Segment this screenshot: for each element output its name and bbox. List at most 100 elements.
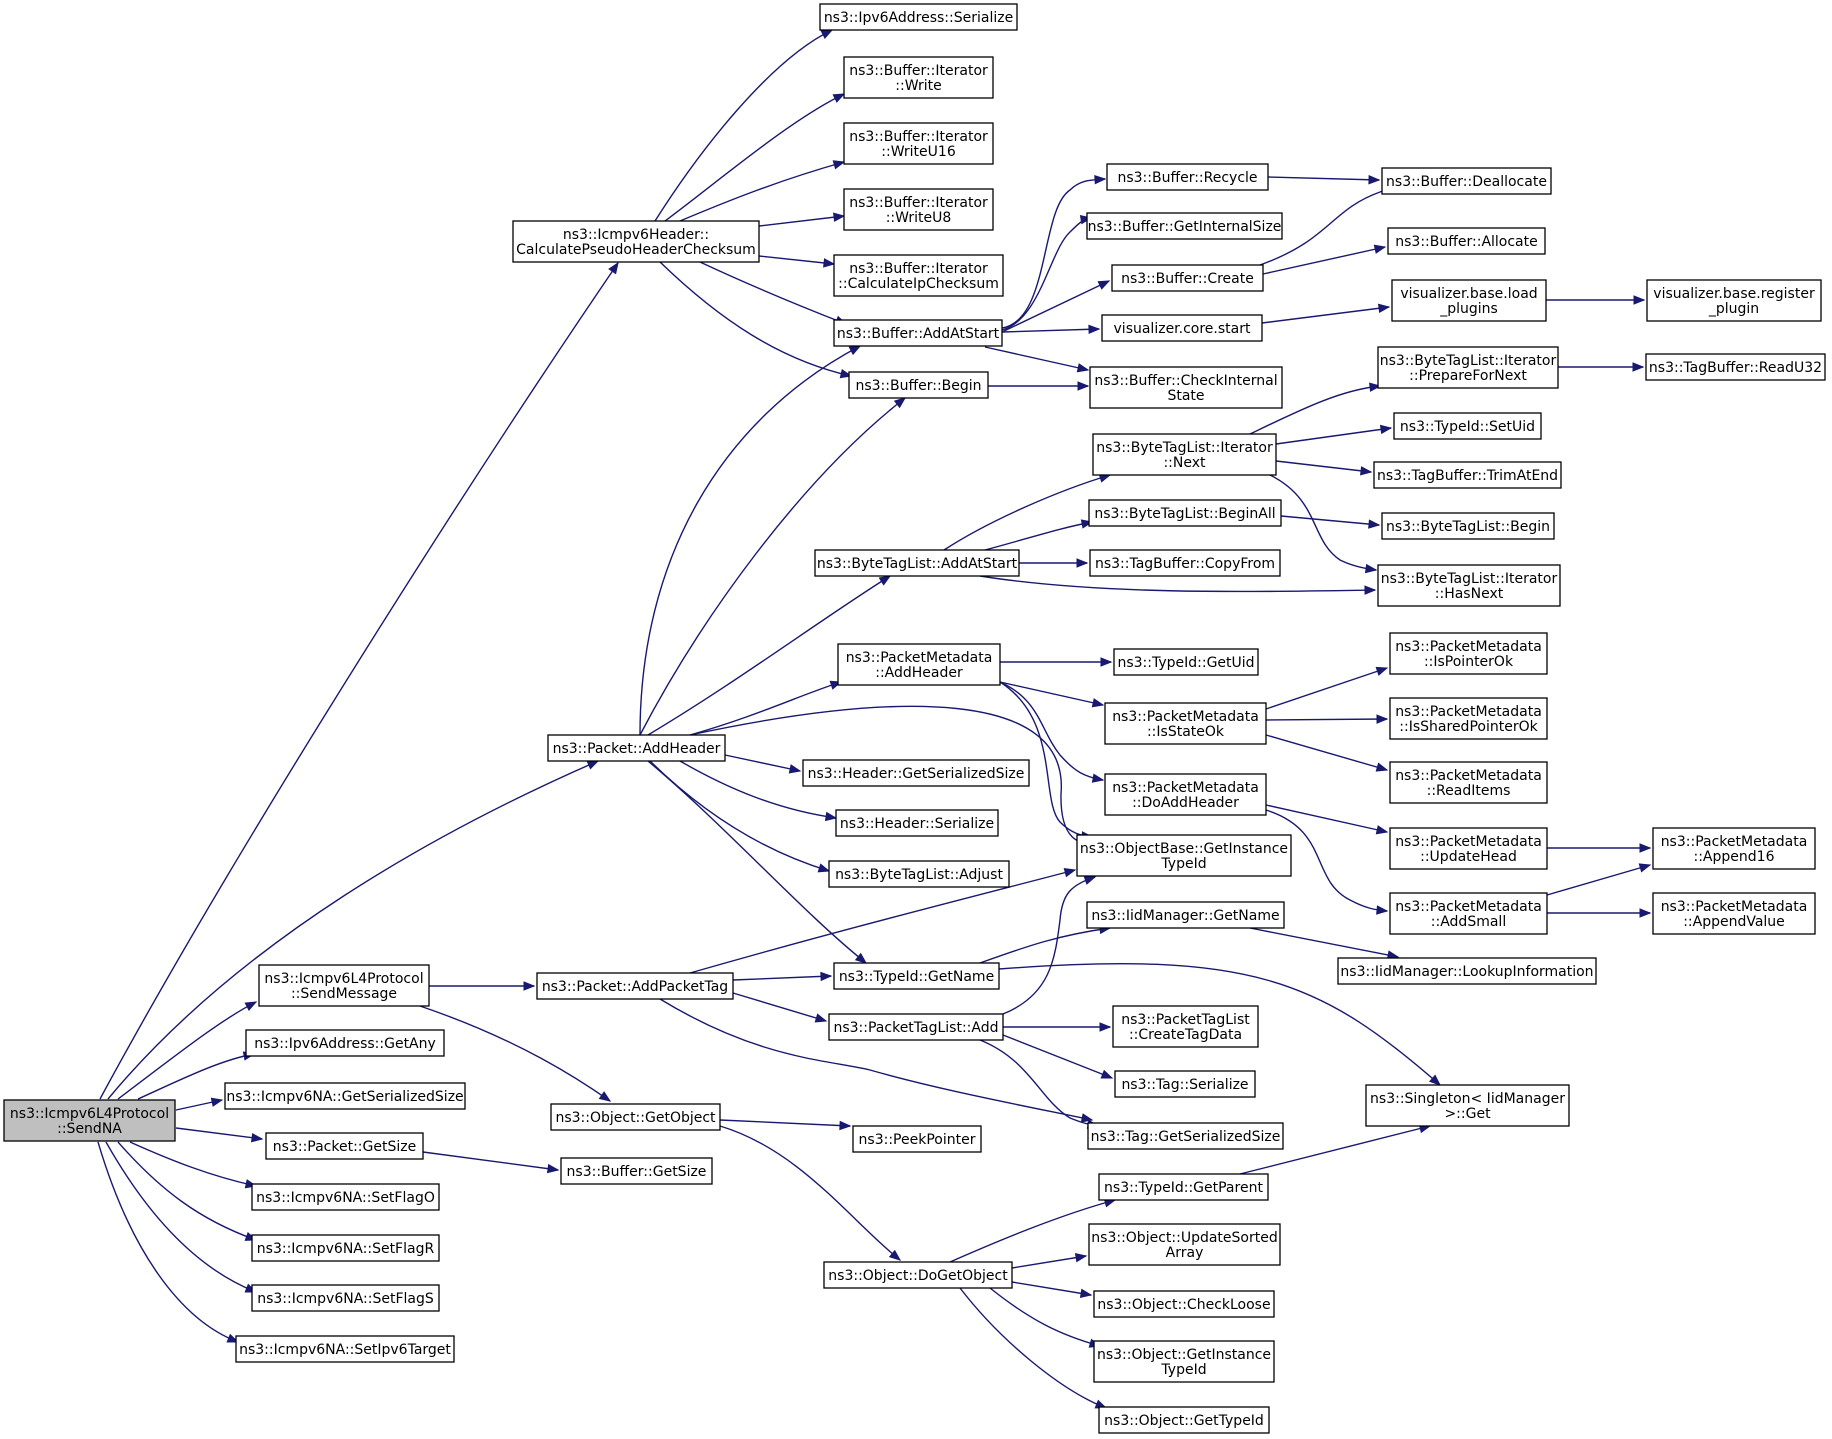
- function-node-buf_getinternalsize[interactable]: ns3::Buffer::GetInternalSize: [1086, 212, 1283, 240]
- arrowhead-icon: [817, 863, 831, 873]
- node-box: [265, 1132, 424, 1160]
- function-node-btl_beginall[interactable]: ns3::ByteTagList::BeginAll: [1088, 499, 1282, 527]
- function-node-pm_updatehead[interactable]: ns3::PacketMetadata::UpdateHead: [1389, 827, 1548, 870]
- function-node-header_getsersize[interactable]: ns3::Header::GetSerializedSize: [802, 759, 1030, 787]
- function-node-packet_addheader[interactable]: ns3::Packet::AddHeader: [547, 734, 726, 762]
- function-node-na_setflags[interactable]: ns3::Icmpv6NA::SetFlagS: [251, 1284, 440, 1312]
- function-node-buf_deallocate[interactable]: ns3::Buffer::Deallocate: [1381, 167, 1552, 195]
- node-label: ::AppendValue: [1683, 914, 1785, 930]
- function-node-bi_writeu8[interactable]: ns3::Buffer::Iterator::WriteU8: [843, 188, 994, 231]
- function-node-viz_core_start[interactable]: visualizer.core.start: [1101, 314, 1263, 342]
- function-node-tag_serialize[interactable]: ns3::Tag::Serialize: [1114, 1070, 1256, 1098]
- function-node-obj_checkloose[interactable]: ns3::Object::CheckLoose: [1093, 1290, 1275, 1318]
- function-node-buf_create[interactable]: ns3::Buffer::Create: [1111, 264, 1264, 292]
- function-node-btl_begin[interactable]: ns3::ByteTagList::Begin: [1381, 512, 1555, 540]
- function-node-pm_addsmall[interactable]: ns3::PacketMetadata::AddSmall: [1389, 892, 1548, 935]
- node-label: ns3::PacketMetadata: [1112, 780, 1259, 796]
- function-node-btl_it_prepare[interactable]: ns3::ByteTagList::Iterator::PrepareForNe…: [1377, 346, 1559, 389]
- function-node-buf_allocate[interactable]: ns3::Buffer::Allocate: [1387, 227, 1546, 255]
- function-node-typeid_getname[interactable]: ns3::TypeId::GetName: [833, 962, 1000, 990]
- function-node-tag_getsersize[interactable]: ns3::Tag::GetSerializedSize: [1087, 1122, 1284, 1150]
- function-node-tagbuf_copyfrom[interactable]: ns3::TagBuffer::CopyFrom: [1089, 549, 1281, 577]
- node-label: ns3::ByteTagList::Begin: [1386, 519, 1550, 535]
- call-edge-ptl_add-to-tag_getsersize: [979, 1039, 1100, 1129]
- arrowhead-icon: [1091, 698, 1105, 708]
- node-box: [1389, 892, 1548, 935]
- function-node-typeid_getparent[interactable]: ns3::TypeId::GetParent: [1098, 1173, 1269, 1201]
- function-node-btl_it_next[interactable]: ns3::ByteTagList::Iterator::Next: [1092, 433, 1277, 476]
- node-box: [235, 1335, 455, 1363]
- function-node-calcpseudo[interactable]: ns3::Icmpv6Header::CalculatePseudoHeader…: [512, 220, 760, 263]
- edge-line: [1546, 864, 1651, 896]
- function-node-btl_it_hasnext[interactable]: ns3::ByteTagList::Iterator::HasNext: [1377, 564, 1561, 607]
- function-node-na_getsersize[interactable]: ns3::Icmpv6NA::GetSerializedSize: [224, 1082, 466, 1110]
- node-label: ns3::PacketTagList: [1121, 1012, 1250, 1028]
- function-node-pm_appendvalue[interactable]: ns3::PacketMetadata::AppendValue: [1652, 892, 1816, 935]
- function-node-btl_addatstart[interactable]: ns3::ByteTagList::AddAtStart: [814, 549, 1020, 577]
- function-node-pm_isstateok[interactable]: ns3::PacketMetadata::IsStateOk: [1104, 702, 1267, 745]
- function-node-packet_getsize[interactable]: ns3::Packet::GetSize: [265, 1132, 424, 1160]
- function-node-na_setflagr[interactable]: ns3::Icmpv6NA::SetFlagR: [251, 1234, 440, 1262]
- function-node-root[interactable]: ns3::Icmpv6L4Protocol::SendNA: [3, 1099, 176, 1142]
- node-box: [536, 972, 734, 1000]
- function-node-buf_addatstart[interactable]: ns3::Buffer::AddAtStart: [833, 319, 1003, 347]
- function-node-iid_lookupinfo[interactable]: ns3::IidManager::LookupInformation: [1337, 957, 1597, 985]
- edge-line: [659, 261, 852, 377]
- function-node-buf_begin[interactable]: ns3::Buffer::Begin: [848, 371, 989, 399]
- function-node-pm_ispointerok[interactable]: ns3::PacketMetadata::IsPointerOk: [1389, 632, 1548, 675]
- function-node-peekpointer[interactable]: ns3::PeekPointer: [852, 1125, 982, 1153]
- function-node-viz_register_plugin[interactable]: visualizer.base.register_plugin: [1646, 279, 1822, 322]
- function-node-bi_writeu16[interactable]: ns3::Buffer::Iterator::WriteU16: [843, 122, 994, 165]
- function-node-buf_getsize[interactable]: ns3::Buffer::GetSize: [560, 1157, 713, 1185]
- function-node-ptl_add[interactable]: ns3::PacketTagList::Add: [828, 1013, 1004, 1041]
- node-box: [835, 809, 999, 837]
- call-edge-packet_addheader-to-btl_addatstart: [647, 575, 892, 736]
- function-node-ptl_createtagdata[interactable]: ns3::PacketTagList::CreateTagData: [1112, 1005, 1259, 1048]
- function-node-pm_append16[interactable]: ns3::PacketMetadata::Append16: [1652, 827, 1816, 870]
- function-node-icmp_sendmessage[interactable]: ns3::Icmpv6L4Protocol::SendMessage: [258, 964, 430, 1007]
- function-node-bi_calcip[interactable]: ns3::Buffer::Iterator::CalculateIpChecks…: [833, 254, 1004, 297]
- call-edge-packet_addpackettag-to-ptl_add: [732, 992, 828, 1023]
- edge-line: [679, 760, 837, 819]
- edge-line: [758, 215, 845, 227]
- edge-line: [1262, 246, 1386, 275]
- function-node-pm_issharedpointerok[interactable]: ns3::PacketMetadata::IsSharedPointerOk: [1389, 697, 1548, 740]
- node-box: [828, 1013, 1004, 1041]
- function-node-typeid_getuid[interactable]: ns3::TypeId::GetUid: [1113, 648, 1259, 676]
- function-node-viz_load_plugins[interactable]: visualizer.base.load_plugins: [1391, 279, 1547, 322]
- function-node-typeid_setuid[interactable]: ns3::TypeId::SetUid: [1393, 412, 1542, 440]
- function-node-bi_write[interactable]: ns3::Buffer::Iterator::Write: [843, 56, 994, 99]
- function-node-btl_adjust[interactable]: ns3::ByteTagList::Adjust: [828, 860, 1010, 888]
- node-label: ns3::Icmpv6NA::SetFlagR: [257, 1241, 435, 1257]
- function-node-singleton_get[interactable]: ns3::Singleton< IidManager >::Get: [1365, 1084, 1570, 1127]
- edge-line: [699, 261, 847, 325]
- function-node-obj_getobject[interactable]: ns3::Object::GetObject: [550, 1103, 721, 1131]
- node-label: ::AddSmall: [1431, 914, 1506, 930]
- function-node-na_setipv6target[interactable]: ns3::Icmpv6NA::SetIpv6Target: [235, 1335, 455, 1363]
- function-node-obj_dogetobject[interactable]: ns3::Object::DoGetObject: [823, 1261, 1013, 1289]
- edge-line: [689, 705, 1095, 845]
- function-node-pm_doaddheader[interactable]: ns3::PacketMetadata::DoAddHeader: [1104, 773, 1267, 816]
- arrowhead-icon: [598, 1091, 612, 1102]
- function-node-buf_recycle[interactable]: ns3::Buffer::Recycle: [1106, 163, 1269, 191]
- function-node-pm_addheader[interactable]: ns3::PacketMetadata::AddHeader: [837, 643, 1001, 686]
- function-node-tagbuf_trimatend[interactable]: ns3::TagBuffer::TrimAtEnd: [1373, 461, 1562, 489]
- function-node-tagbuf_readu32[interactable]: ns3::TagBuffer::ReadU32: [1645, 353, 1826, 381]
- function-node-packet_addpackettag[interactable]: ns3::Packet::AddPacketTag: [536, 972, 734, 1000]
- function-node-header_serialize[interactable]: ns3::Header::Serialize: [835, 809, 999, 837]
- function-node-iid_getname[interactable]: ns3::IidManager::GetName: [1086, 901, 1285, 929]
- function-node-ipv6_getany[interactable]: ns3::Ipv6Address::GetAny: [245, 1029, 445, 1057]
- edge-line: [1275, 427, 1392, 445]
- function-node-na_setflago[interactable]: ns3::Icmpv6NA::SetFlagO: [251, 1183, 440, 1211]
- function-node-obj_gettypeid[interactable]: ns3::Object::GetTypeId: [1098, 1406, 1270, 1434]
- call-edge-calcpseudo-to-bi_writeu16: [679, 160, 846, 222]
- function-node-ipv6serialize[interactable]: ns3::Ipv6Address::Serialize: [819, 3, 1018, 31]
- edge-line: [419, 1005, 611, 1102]
- arrowhead-icon: [820, 29, 834, 39]
- node-box: [843, 122, 994, 165]
- function-node-pm_readitems[interactable]: ns3::PacketMetadata::ReadItems: [1389, 761, 1548, 804]
